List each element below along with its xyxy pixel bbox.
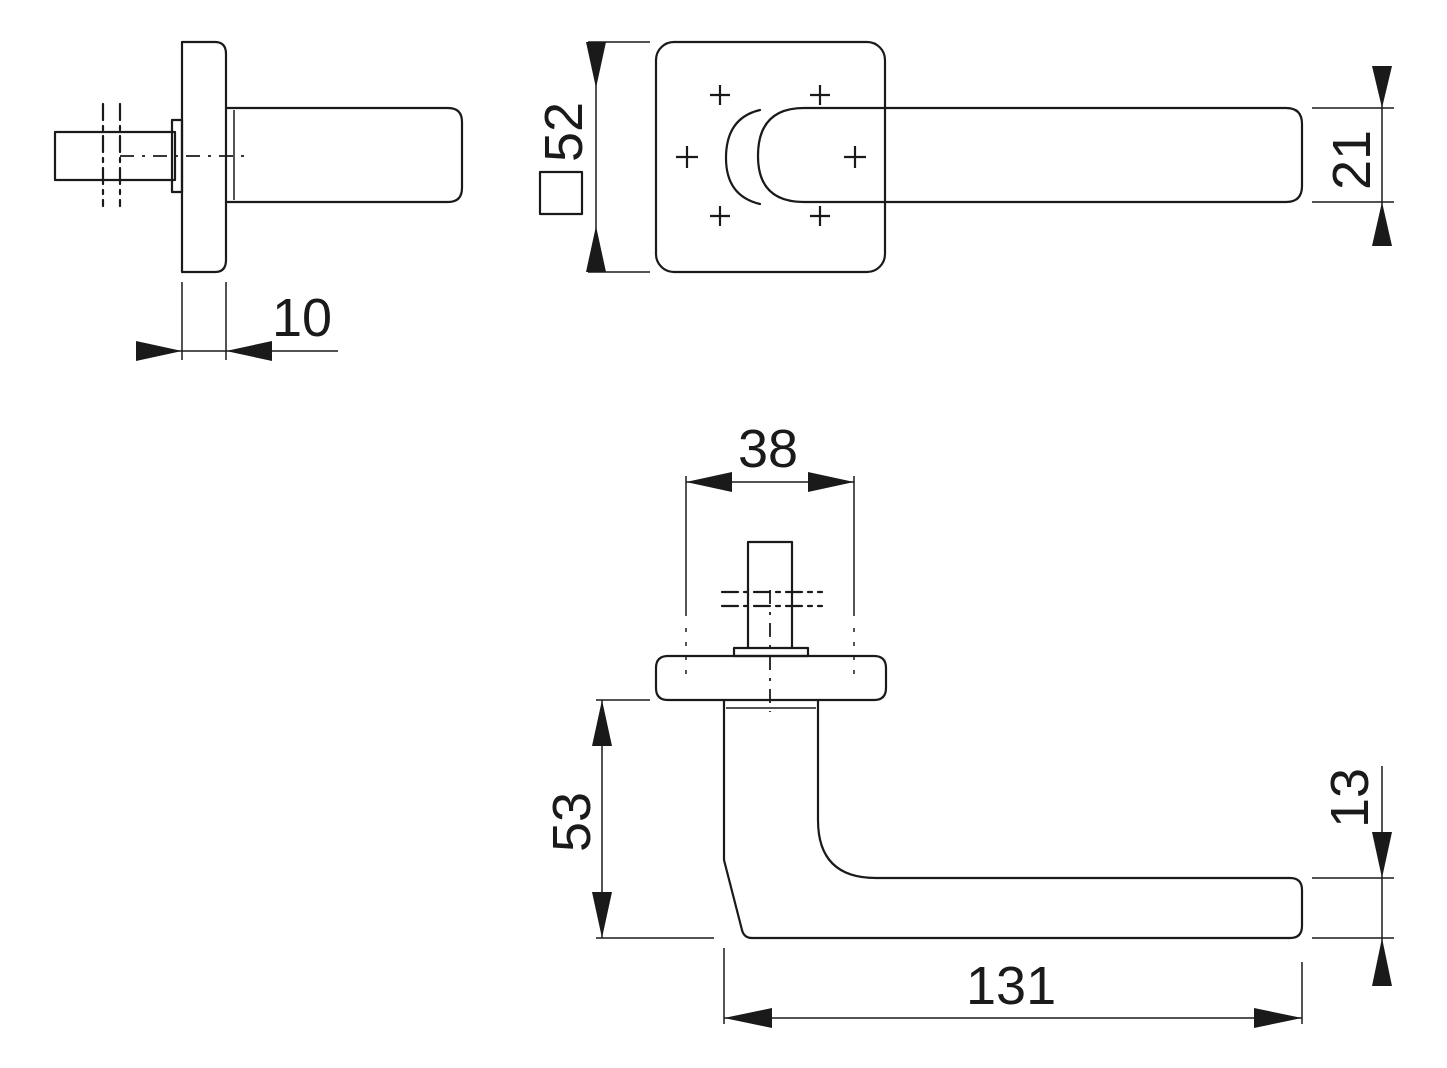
front-view: 52 21 <box>534 40 1394 274</box>
side-view: 10 <box>53 40 464 361</box>
dim-lever-offset: 13 <box>1320 768 1380 828</box>
lever-neck <box>724 108 762 206</box>
spindle-top <box>746 540 794 650</box>
rose-top <box>654 654 888 702</box>
dim-rose-size: 52 <box>534 102 594 162</box>
dim-lever-height: 53 <box>542 792 602 852</box>
rose-front <box>654 40 887 274</box>
screw-marks <box>676 85 866 226</box>
spindle-washer-top <box>732 646 810 658</box>
lever-front <box>756 106 1304 204</box>
spindle-washer <box>170 118 184 194</box>
top-view: 38 53 131 13 <box>542 419 1394 1028</box>
rose-side <box>180 40 228 274</box>
dim-lever-width: 21 <box>1322 130 1382 190</box>
dim-rose-thickness: 10 <box>272 288 332 348</box>
square-section-icon <box>538 170 584 216</box>
dim-lever-length: 131 <box>966 956 1056 1016</box>
dim-spindle-spacing: 38 <box>738 419 798 479</box>
lever-side <box>224 106 464 204</box>
lever-top <box>722 698 1304 940</box>
